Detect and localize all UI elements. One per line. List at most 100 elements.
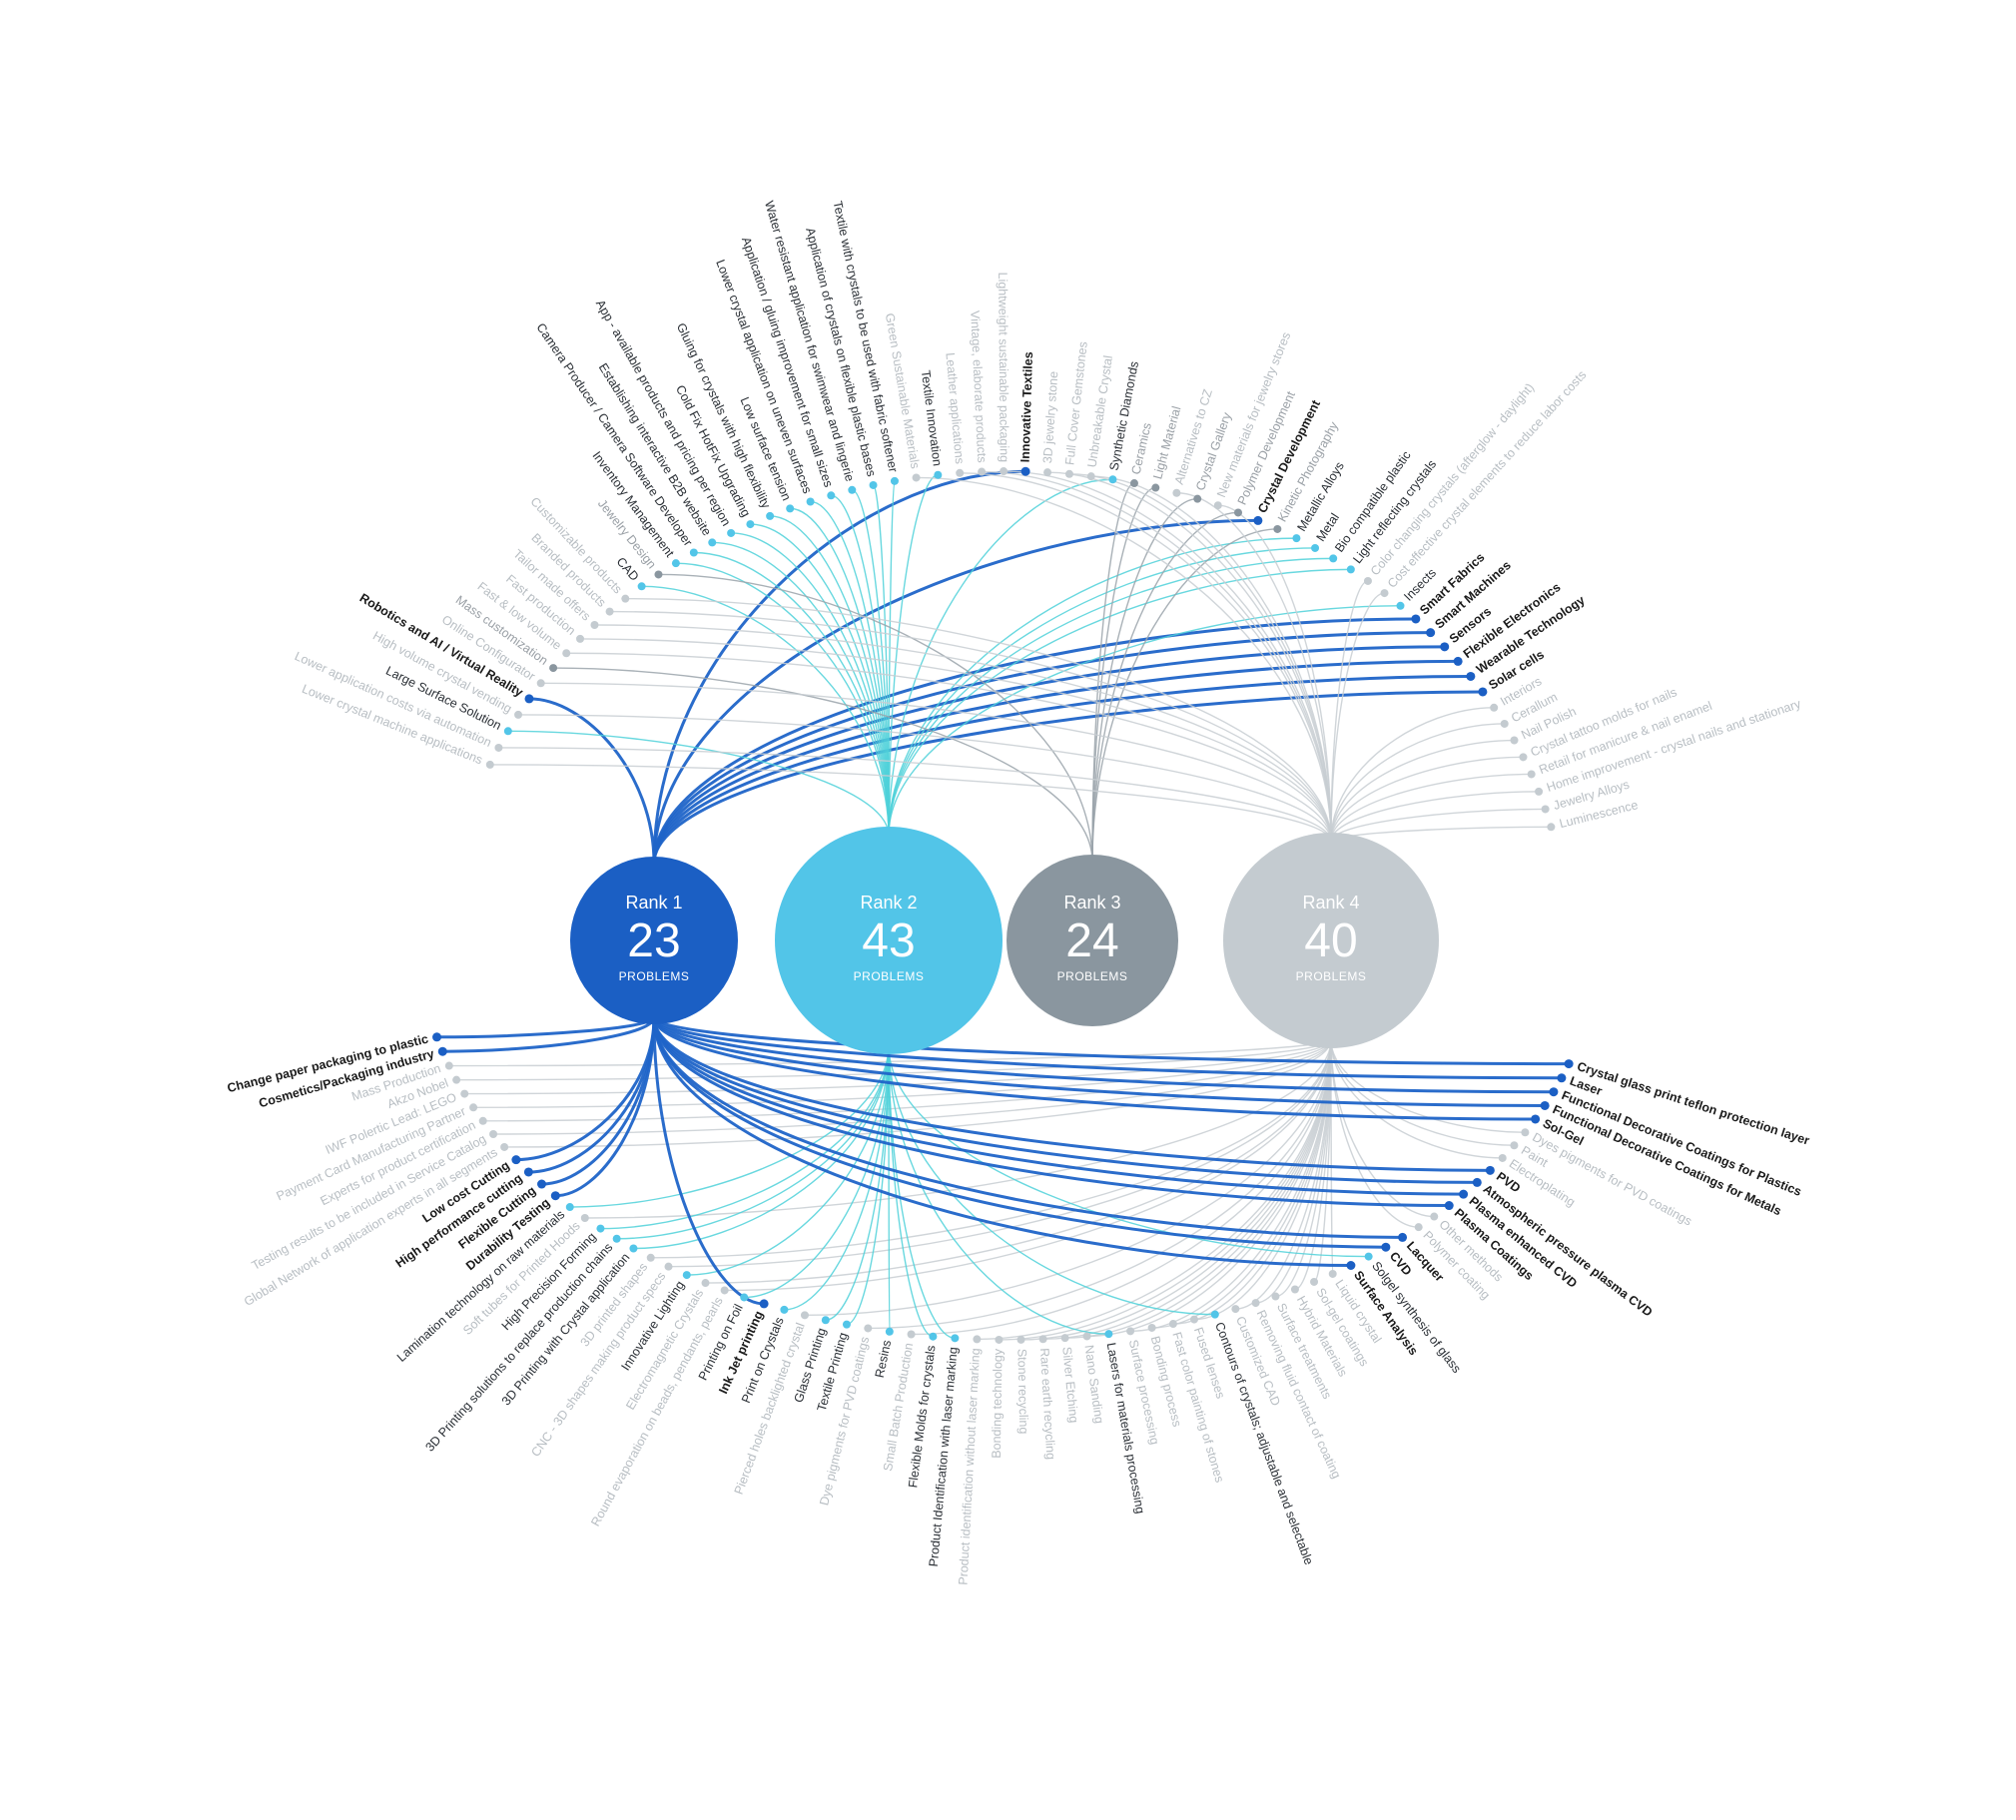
- leaf-dot-kinetic-photography[interactable]: [1273, 524, 1282, 533]
- leaf-dot-app-available-products-and-pricing-per-r[interactable]: [727, 528, 736, 537]
- leaf-dot-wearable-technology[interactable]: [1466, 671, 1476, 681]
- leaf-label-stone-recycling[interactable]: Stone recycling: [1014, 1349, 1030, 1435]
- leaf-dot-contours-of-crystals-adjustable-and-sele[interactable]: [1210, 1310, 1219, 1319]
- leaf-dot-large-surface-solution[interactable]: [503, 727, 512, 736]
- leaf-dot-durability-testing[interactable]: [550, 1191, 560, 1201]
- leaf-dot-cvd[interactable]: [1381, 1242, 1391, 1252]
- leaf-dot-sensors[interactable]: [1440, 642, 1450, 652]
- leaf-dot-pierced-holes-backlighted-crystal[interactable]: [800, 1311, 809, 1320]
- leaf-dot-silver-etching[interactable]: [1060, 1334, 1069, 1343]
- hub-rank-2[interactable]: Rank 2 43 PROBLEMS: [775, 827, 1003, 1054]
- leaf-dot-tailor-made-offers[interactable]: [590, 620, 599, 629]
- leaf-dot-cosmetics-packaging-industry[interactable]: [437, 1046, 447, 1056]
- leaf-dot-flexible-electronics[interactable]: [1453, 656, 1463, 666]
- leaf-dot-fused-lenses[interactable]: [1190, 1315, 1199, 1324]
- leaf-label-vintage-elaborate-products[interactable]: Vintage, elaborate products: [968, 310, 989, 463]
- leaf-dot-lightweight-sustainable-packaging[interactable]: [1000, 467, 1008, 476]
- leaf-dot-branded-products[interactable]: [605, 607, 614, 616]
- leaf-dot-smart-fabrics[interactable]: [1411, 614, 1421, 624]
- leaf-dot-luminescence[interactable]: [1547, 823, 1556, 832]
- leaf-label-product-identification-without-laser-mar[interactable]: Product identification without laser mar…: [956, 1348, 983, 1585]
- leaf-dot-customized-cad[interactable]: [1231, 1305, 1240, 1314]
- leaf-dot-functional-decorative-coatings-for-plast[interactable]: [1549, 1087, 1559, 1097]
- leaf-dot-nano-sanding[interactable]: [1082, 1332, 1091, 1341]
- leaf-dot-crystal-gallery[interactable]: [1193, 494, 1202, 503]
- leaf-dot-fast-color-painting-of-stones[interactable]: [1168, 1320, 1177, 1329]
- hub-circle-rank-1[interactable]: [570, 857, 738, 1024]
- leaf-dot-atmospheric-pressure-plasma-cvd[interactable]: [1472, 1177, 1482, 1187]
- leaf-dot-ceramics[interactable]: [1129, 479, 1138, 488]
- leaf-label-3d-jewelry-stone[interactable]: 3D jewelry stone: [1040, 370, 1060, 463]
- leaf-dot-dyes-pigments-for-pvd-coatings[interactable]: [1521, 1128, 1530, 1137]
- leaf-dot-application-of-crystals-on-flexible-plas[interactable]: [869, 480, 878, 489]
- hub-circle-rank-2[interactable]: [775, 827, 1003, 1054]
- leaf-dot-robotics-and-ai-virtual-reality[interactable]: [524, 694, 534, 704]
- leaf-dot-crystal-tattoo-molds-for-nails[interactable]: [1519, 753, 1528, 762]
- leaf-dot-camera-producer-camera-software-develope[interactable]: [689, 548, 698, 557]
- leaf-dot-high-volume-crystal-vending[interactable]: [514, 710, 523, 719]
- leaf-label-textile-innovation[interactable]: Textile Innovation: [919, 369, 945, 467]
- leaf-dot-glass-printing[interactable]: [821, 1316, 830, 1325]
- leaf-dot-pvd[interactable]: [1485, 1165, 1495, 1175]
- leaf-dot-lower-crystal-application-on-uneven-surf[interactable]: [806, 497, 815, 506]
- leaf-dot-bonding-technology[interactable]: [995, 1335, 1004, 1344]
- leaf-dot-round-evaporation-on-beads-pendants-pear[interactable]: [720, 1286, 729, 1295]
- leaf-dot-jewelry-alloys[interactable]: [1541, 805, 1550, 814]
- leaf-dot-electroplating[interactable]: [1498, 1153, 1507, 1162]
- leaf-dot-nail-polish[interactable]: [1510, 736, 1519, 745]
- leaf-dot-functional-decorative-coatings-for-metal[interactable]: [1540, 1100, 1550, 1110]
- leaf-dot-inventory-management[interactable]: [671, 559, 680, 568]
- leaf-dot-experts-for-product-certification[interactable]: [478, 1116, 487, 1125]
- leaf-dot-lamination-technology-on-raw-materials[interactable]: [565, 1203, 574, 1212]
- leaf-dot-interiors[interactable]: [1490, 703, 1499, 712]
- leaf-dot-light-reflecting-crystals[interactable]: [1346, 565, 1355, 574]
- leaf-dot-alternatives-to-cz[interactable]: [1172, 488, 1181, 497]
- leaf-dot-rare-earth-recycling[interactable]: [1038, 1335, 1047, 1344]
- leaf-dot-mass-production[interactable]: [444, 1061, 453, 1070]
- leaf-dot-unbreakable-crystal[interactable]: [1086, 472, 1095, 481]
- leaf-label-resins[interactable]: Resins: [873, 1339, 894, 1379]
- leaf-dot-textile-printing[interactable]: [842, 1320, 851, 1329]
- leaf-dot-mass-customization[interactable]: [549, 664, 558, 673]
- leaf-dot-new-materials-for-jewelry-stores[interactable]: [1213, 501, 1222, 510]
- leaf-dot-sol-gel[interactable]: [1531, 1114, 1541, 1124]
- leaf-dot-sol-gel-coatings[interactable]: [1310, 1277, 1319, 1286]
- leaf-dot-soft-tubes-for-printed-hoods[interactable]: [580, 1214, 589, 1223]
- leaf-dot-plasma-enhanced-cvd[interactable]: [1459, 1189, 1469, 1199]
- leaf-dot-innovative-textiles[interactable]: [1020, 466, 1030, 476]
- leaf-dot-surface-processing[interactable]: [1126, 1327, 1135, 1336]
- leaf-label-dye-pigments-for-pvd-coatings[interactable]: Dye pigments for PVD coatings: [817, 1335, 872, 1507]
- leaf-dot-retail-for-manicure-nail-enamel[interactable]: [1527, 770, 1536, 779]
- leaf-dot-3d-printing-solutions-to-replace-product[interactable]: [612, 1234, 621, 1243]
- leaf-dot-jewelry-design[interactable]: [654, 570, 663, 579]
- leaf-dot-liquid-crystal[interactable]: [1328, 1269, 1337, 1278]
- leaf-dot-flexible-molds-for-crystals[interactable]: [929, 1332, 938, 1341]
- leaf-label-silver-etching[interactable]: Silver Etching: [1059, 1346, 1080, 1423]
- leaf-dot-plasma-coatings[interactable]: [1444, 1201, 1454, 1211]
- leaf-dot-akzo-nobel[interactable]: [452, 1075, 461, 1084]
- leaf-dot-ink-jet-printing[interactable]: [759, 1299, 769, 1309]
- leaf-dot-stone-recycling[interactable]: [1016, 1335, 1025, 1344]
- leaf-dot-crystal-glass-print-teflon-protection-la[interactable]: [1564, 1059, 1574, 1069]
- hub-rank-1[interactable]: Rank 1 23 PROBLEMS: [570, 857, 738, 1024]
- leaf-dot-cad[interactable]: [637, 582, 646, 591]
- leaf-dot-cerallum[interactable]: [1500, 719, 1509, 728]
- leaf-label-leather-applications[interactable]: Leather applications: [943, 352, 967, 465]
- leaf-dot-full-cover-gemstones[interactable]: [1064, 469, 1073, 478]
- hub-rank-4[interactable]: Rank 4 40 PROBLEMS: [1223, 833, 1439, 1048]
- leaf-dot-fast-production[interactable]: [576, 634, 585, 643]
- leaf-dot-solar-cells[interactable]: [1478, 687, 1488, 697]
- leaf-dot-low-cost-cutting[interactable]: [511, 1155, 521, 1165]
- leaf-dot-electromagnetic-crystals[interactable]: [701, 1279, 710, 1288]
- leaf-label-lightweight-sustainable-packaging[interactable]: Lightweight sustainable packaging: [996, 273, 1011, 463]
- leaf-dot-product-identification-with-laser-markin[interactable]: [951, 1334, 960, 1343]
- leaf-dot-insects[interactable]: [1396, 601, 1405, 610]
- hub-circle-rank-3[interactable]: [1007, 855, 1178, 1026]
- hub-rank-3[interactable]: Rank 3 24 PROBLEMS: [1007, 855, 1178, 1026]
- leaf-dot-change-paper-packaging-to-plastic[interactable]: [432, 1032, 442, 1042]
- leaf-dot-smart-machines[interactable]: [1426, 628, 1436, 638]
- leaf-dot-polymer-coating[interactable]: [1414, 1223, 1423, 1232]
- leaf-dot-payment-card-manufacturing-partner[interactable]: [469, 1103, 478, 1112]
- leaf-dot-innovative-lighting[interactable]: [682, 1271, 691, 1280]
- leaf-dot-cost-effective-crystal-elements-to-reduc[interactable]: [1380, 589, 1389, 598]
